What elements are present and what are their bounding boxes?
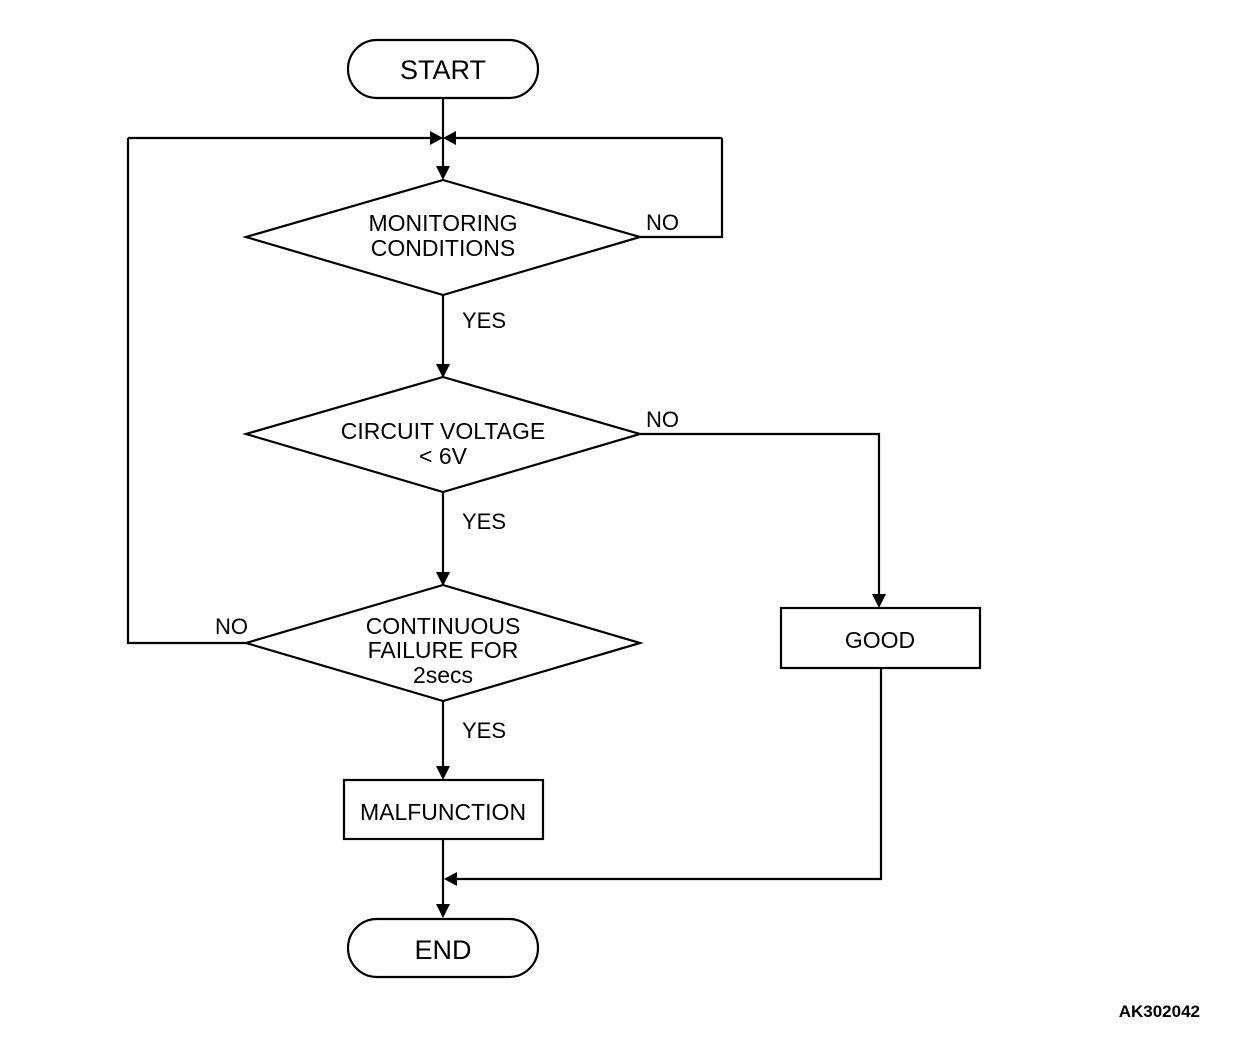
continuous-no-label: NO xyxy=(215,614,248,639)
continuous-label-line1: CONTINUOUS xyxy=(366,613,521,639)
monitoring-decision: MONITORING CONDITIONS xyxy=(242,178,644,297)
malfunction-label: MALFUNCTION xyxy=(360,799,526,825)
good-node: GOOD xyxy=(779,606,982,670)
arrowhead-loop-left xyxy=(430,131,443,145)
arrowhead-continuous-in xyxy=(436,572,450,586)
voltage-no-label: NO xyxy=(646,407,679,432)
arrowhead-merge-end xyxy=(444,872,457,886)
arrowhead-voltage-in xyxy=(436,364,450,378)
end-node: END xyxy=(346,917,540,979)
arrowhead-monitoring-in xyxy=(436,166,450,180)
arrowhead-good-in xyxy=(872,594,886,608)
voltage-label-line1: CIRCUIT VOLTAGE xyxy=(341,418,545,444)
arrowhead-malfunction-in xyxy=(436,766,450,780)
monitoring-no-label: NO xyxy=(646,210,679,235)
connector-voltage-no xyxy=(640,432,881,596)
arrowhead-end-in xyxy=(436,904,450,918)
continuous-label-line2: FAILURE FOR xyxy=(368,637,519,663)
continuous-yes-label: YES xyxy=(462,718,506,743)
end-label: END xyxy=(414,935,471,965)
connector-good-to-end xyxy=(456,668,883,881)
start-node: START xyxy=(346,38,540,100)
voltage-label-line2: < 6V xyxy=(419,443,468,469)
monitoring-label-line2: CONDITIONS xyxy=(371,235,515,261)
good-label: GOOD xyxy=(845,627,915,653)
connector-continuous-no xyxy=(126,138,246,645)
start-label: START xyxy=(400,55,486,85)
voltage-decision: CIRCUIT VOLTAGE < 6V xyxy=(242,375,644,494)
monitoring-label-line1: MONITORING xyxy=(368,210,517,236)
connector-monitoring-no xyxy=(640,138,724,239)
monitoring-yes-label: YES xyxy=(462,308,506,333)
continuous-decision: CONTINUOUS FAILURE FOR 2secs xyxy=(242,583,644,703)
continuous-label-line3: 2secs xyxy=(413,662,473,688)
figure-code: AK302042 xyxy=(1119,1002,1200,1021)
voltage-yes-label: YES xyxy=(462,509,506,534)
malfunction-node: MALFUNCTION xyxy=(342,778,545,841)
arrowhead-loop-right xyxy=(443,131,456,145)
